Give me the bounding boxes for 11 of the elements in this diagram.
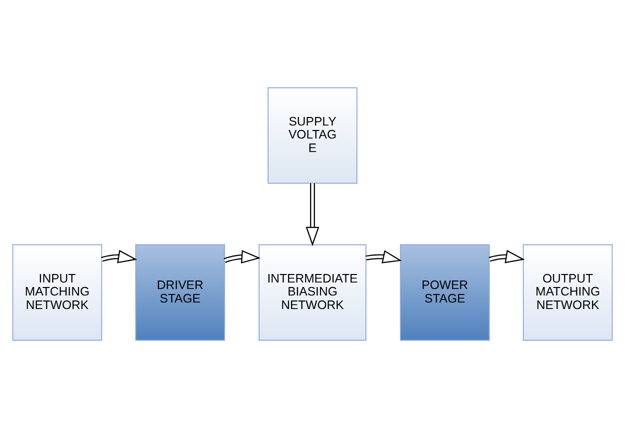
arrow bbox=[366, 250, 402, 263]
arrow bbox=[224, 250, 261, 264]
node-box: OUTPUT MATCHING NETWORK bbox=[522, 244, 613, 340]
node-box: DRIVER STAGE bbox=[135, 244, 226, 340]
node-box: INTERMEDIATE BIASING NETWORK bbox=[258, 244, 366, 340]
arrow bbox=[306, 182, 320, 246]
arrow bbox=[488, 249, 525, 263]
node-box: SUPPLY VOLTAG E bbox=[268, 86, 358, 184]
node-box: POWER STAGE bbox=[400, 244, 490, 340]
node-box: INPUT MATCHING NETWORK bbox=[12, 244, 102, 340]
arrow bbox=[101, 249, 138, 263]
